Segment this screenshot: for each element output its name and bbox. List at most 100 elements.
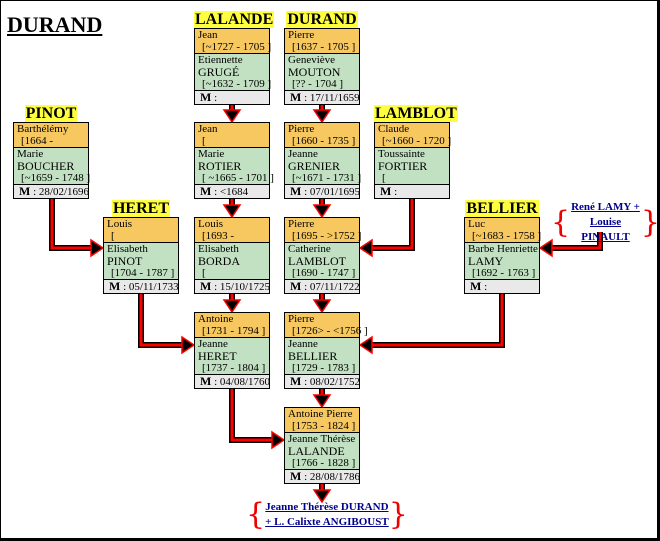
marriage-abbr: M	[290, 469, 302, 483]
husband-first-name: Pierre	[288, 313, 315, 325]
wife-dates: [~1632 - 1709 ]	[202, 78, 272, 90]
marriage-date: : 15/10/1725	[214, 281, 270, 293]
marriage-date: : <1684	[214, 186, 249, 198]
husband-section: Jean[~1727 - 1705 ]	[195, 29, 272, 54]
wife-dates: [ ~1665 - 1701 ]	[202, 172, 274, 184]
wife-first-name: Marie	[17, 148, 44, 160]
wife-dates: [?? - 1704 ]	[292, 78, 344, 90]
lamy-link[interactable]: René LAMY +Louise PINAULT	[571, 201, 640, 243]
marriage-row: M : 07/11/1722	[285, 280, 360, 293]
marriage-abbr: M	[200, 184, 212, 198]
connector-line	[230, 384, 272, 442]
wife-dates: [	[202, 267, 206, 279]
marriage-row: M : 07/01/1695	[285, 185, 360, 198]
husband-dates: [1637 - 1705 ]	[292, 41, 356, 53]
marriage-row: M : 28/02/1696	[14, 185, 89, 198]
connector-line	[50, 194, 91, 250]
husband-section: Pierre[1695 - >1752 ]	[285, 218, 361, 243]
family-name: DURAND	[286, 11, 358, 28]
marriage-abbr: M	[200, 374, 212, 388]
connector-line	[229, 384, 272, 443]
husband-section: Claude[~1660 - 1720 ]	[375, 123, 451, 148]
arrowhead-icon	[538, 238, 553, 258]
husband-dates: [1660 - 1735 ]	[292, 135, 356, 147]
descendant-link[interactable]: Jeanne Thérèse DURAND+ L. Calixte ANGIBO…	[265, 501, 389, 528]
wife-dates: [1729 - 1783 ]	[292, 362, 356, 374]
marriage-row: M : 08/02/1752	[285, 375, 360, 388]
husband-first-name: Jean	[198, 123, 218, 135]
wife-first-name: Jeanne Thérèse	[288, 433, 356, 445]
husband-dates: [	[111, 230, 115, 242]
family-label: LALANDE	[194, 11, 275, 29]
husband-section: Pierre[1660 - 1735 ]	[285, 123, 359, 148]
brace-right-icon: }	[388, 497, 408, 532]
marriage-abbr: M	[109, 279, 121, 293]
family-label: DURAND	[284, 11, 360, 29]
family-box-durand5[interactable]: Antoine Pierre[1753 - 1824 ]Jeanne Thérè…	[284, 407, 360, 484]
family-label: LAMBLOT	[374, 105, 458, 123]
brace-left-icon: {	[551, 204, 571, 240]
husband-dates: [1753 - 1824 ]	[292, 420, 356, 432]
husband-section: Louis[	[104, 218, 178, 243]
wife-first-name: Elisabeth	[198, 243, 239, 255]
wife-first-name: Jeanne	[198, 338, 228, 350]
page-title: DURAND	[7, 12, 103, 37]
wife-first-name: Etiennette	[198, 54, 243, 66]
marriage-row: M : 05/11/1733	[104, 279, 179, 293]
wife-first-name: Toussainte	[378, 148, 425, 160]
link-descendant-family[interactable]: { Jeanne Thérèse DURAND+ L. Calixte ANGI…	[246, 500, 408, 530]
marriage-abbr: M	[470, 279, 482, 293]
wife-surname: GRUGÉ	[198, 65, 240, 79]
husband-section: Jean[	[195, 123, 269, 148]
arrowhead-icon	[90, 238, 105, 258]
marriage-date: : 04/08/1760	[214, 376, 270, 388]
family-label: HERET	[103, 200, 179, 218]
marriage-date: : 05/11/1733	[123, 281, 179, 293]
husband-dates: [1693 -	[202, 230, 235, 242]
wife-dates: [~1659 - 1748 ]	[21, 172, 91, 184]
arrowhead-icon	[312, 204, 332, 219]
connector-line	[552, 232, 602, 250]
wife-surname: LAMY	[468, 254, 504, 268]
marriage-row: M : 28/08/1786	[285, 469, 360, 483]
marriage-date: :	[214, 92, 218, 104]
arrowhead-icon	[312, 299, 332, 314]
link-lamy-family[interactable]: { René LAMY +Louise PINAULT }	[551, 200, 660, 245]
wife-surname: BELLIER	[288, 349, 338, 363]
marriage-date: : 07/11/1722	[304, 281, 360, 293]
wife-surname: LAMBLOT	[288, 254, 346, 268]
husband-section: Antoine Pierre[1753 - 1824 ]	[285, 408, 359, 433]
arrowhead-icon	[222, 109, 242, 124]
husband-dates: [~1727 - 1705 ]	[202, 41, 272, 53]
wife-surname: BOUCHER	[17, 159, 75, 173]
family-name: BELLIER	[465, 200, 539, 217]
husband-section: Antoine[1731 - 1794 ]	[195, 313, 269, 338]
marriage-date: : 07/01/1695	[304, 186, 360, 198]
wife-dates: [1690 - 1747 ]	[292, 267, 356, 279]
husband-first-name: Barthélémy	[17, 123, 69, 135]
husband-first-name: Antoine	[198, 313, 234, 325]
wife-dates: [~1671 - 1731 ]	[292, 172, 362, 184]
brace-right-icon: }	[640, 204, 660, 240]
